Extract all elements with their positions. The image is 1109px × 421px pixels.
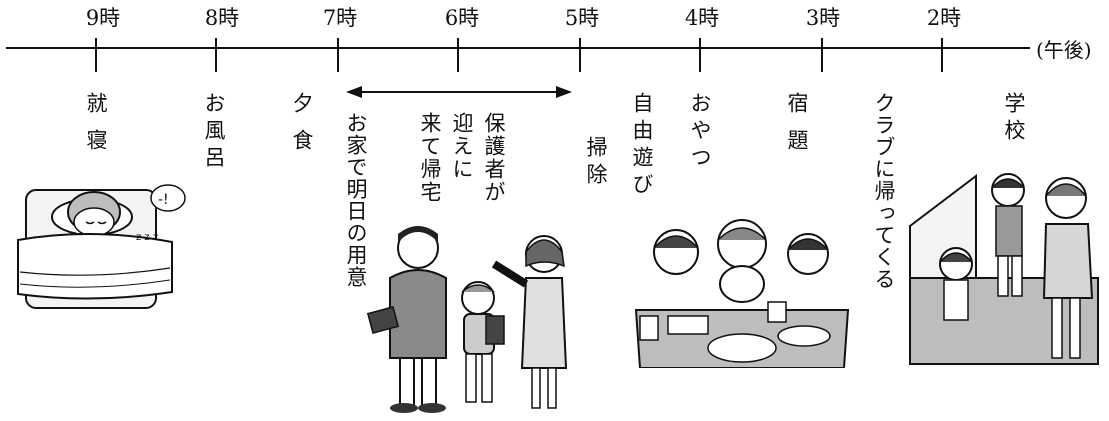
label-pickup-3: 保護者が (482, 112, 506, 204)
hour-label-3: 3時 (805, 6, 841, 30)
club-return-illustration (909, 173, 1099, 365)
label-pickup-2: 迎えに (450, 112, 474, 181)
label-pickup-1: 来て帰宅 (418, 112, 442, 204)
thought-bubble-text: -! (158, 192, 169, 208)
snack-time-illustration (634, 219, 850, 368)
parent-pickup-illustration (366, 226, 568, 413)
hour-label-7: 7時 (322, 6, 358, 30)
snore-text: z z z (136, 232, 158, 243)
pm-suffix: (午後) (1036, 38, 1092, 62)
label-free-play: 自由遊び (630, 92, 654, 200)
label-dinner: 夕食 (290, 92, 314, 166)
hour-label-4: 4時 (684, 6, 720, 30)
hour-label-8: 8時 (204, 6, 240, 30)
label-snack: おやつ (688, 92, 712, 173)
label-bath: お風呂 (202, 92, 226, 173)
pickup-range-arrow (346, 86, 572, 98)
label-homework: 宿題 (785, 92, 809, 166)
label-return-club: クラブに帰ってくる (872, 92, 896, 290)
label-prepare: お家で明日の用意 (344, 112, 368, 288)
label-cleaning: 掃除 (584, 136, 608, 190)
sleeping-child-illustration: -! z z z (17, 184, 186, 309)
hour-label-6: 6時 (444, 6, 480, 30)
hour-label-2: 2時 (926, 6, 962, 30)
label-sleep: 就寝 (84, 92, 108, 166)
label-school: 学校 (1002, 92, 1026, 146)
hour-label-9: 9時 (85, 6, 121, 30)
hour-label-5: 5時 (564, 6, 600, 30)
